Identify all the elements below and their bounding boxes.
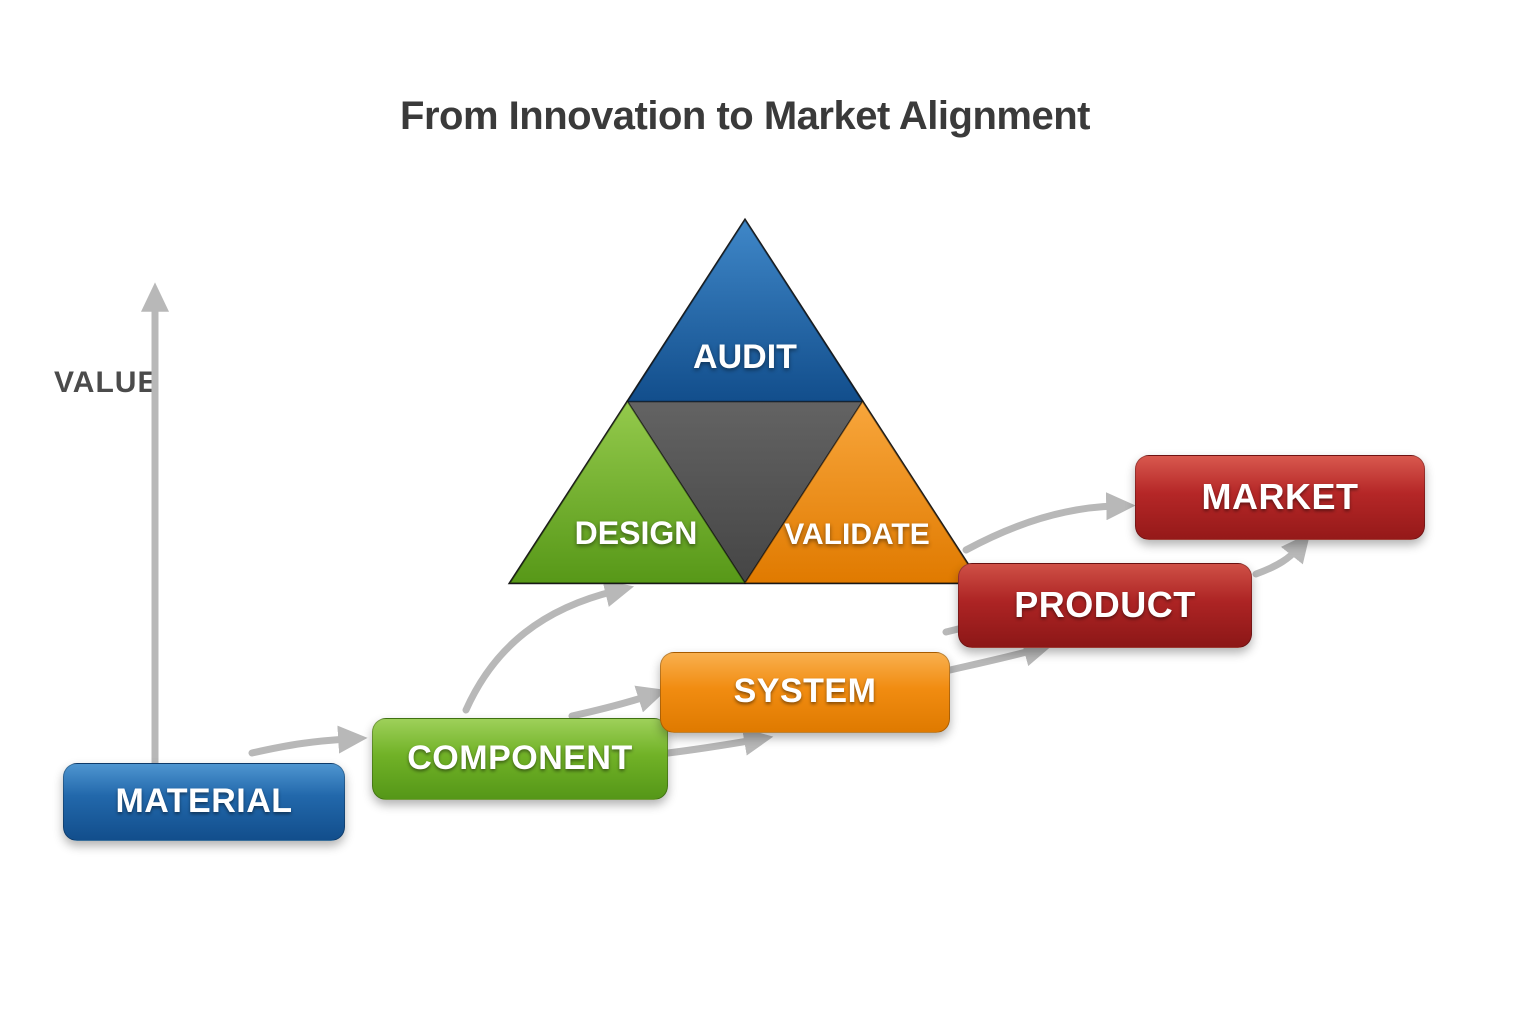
step-market: MARKET — [1135, 455, 1425, 540]
pyramid: AUDIT DESIGN VALIDATE — [507, 217, 983, 585]
step-system-label: SYSTEM — [733, 672, 877, 710]
page-title: From Innovation to Market Alignment — [400, 94, 1090, 138]
pyramid-segment-audit — [626, 218, 864, 403]
step-material: MATERIAL — [63, 763, 345, 841]
arrow-component-to-system-lower — [664, 727, 774, 757]
arrow-pyramid-to-market — [962, 492, 1136, 554]
arrow-component-to-system — [568, 685, 667, 720]
pyramid-segment-validate — [743, 400, 982, 584]
arrow-product-to-market — [1252, 532, 1311, 578]
pyramid-label-design: DESIGN — [575, 515, 698, 551]
step-product-label: PRODUCT — [1014, 583, 1196, 625]
pyramid-label-validate: VALIDATE — [784, 518, 930, 551]
arrow-component-to-pyramid — [462, 579, 635, 714]
pyramid-label-audit: AUDIT — [693, 338, 797, 376]
step-product: PRODUCT — [958, 563, 1252, 648]
step-component-label: COMPONENT — [407, 738, 633, 777]
arrow-material-to-component — [248, 725, 368, 757]
step-market-label: MARKET — [1201, 475, 1359, 517]
step-component: COMPONENT — [372, 718, 668, 800]
step-system: SYSTEM — [660, 652, 950, 733]
arrow-system-to-product-lower — [946, 639, 1053, 674]
value-axis-label: VALUE — [54, 366, 159, 399]
step-material-label: MATERIAL — [115, 781, 293, 820]
